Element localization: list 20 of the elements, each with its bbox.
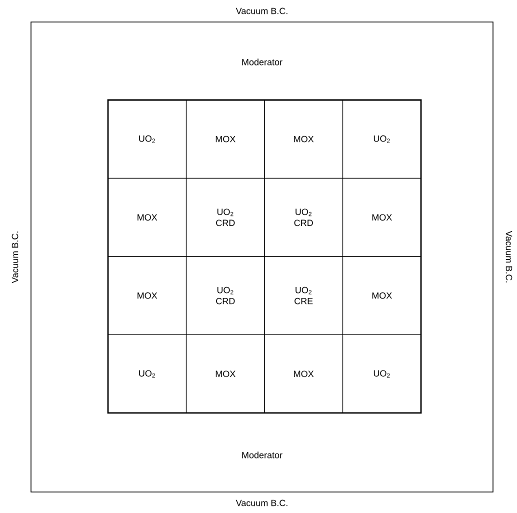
boundary-label: Vacuum B.C. [236,8,288,14]
fuel-assembly-cell: UO$_{2}$ [108,334,187,414]
boundary-label: Vacuum B.C. [506,230,512,282]
node-label: UO$_{2}$ [139,135,155,143]
boundary-label: Vacuum B.C. [236,500,288,506]
fuel-assembly-cell: MOX [264,334,344,414]
fuel-assembly-cell: MOX [186,334,265,414]
fuel-assembly-cell: MOX [342,178,422,257]
fuel-assembly-cell: UO$_{2}$ CRE [264,256,344,335]
fuel-assembly-cell: MOX [342,256,422,335]
fuel-assembly-cell: MOX [186,100,265,179]
fuel-assembly-cell: UO$_{2}$ [342,100,422,179]
fuel-assembly-cell: UO$_{2}$ CRD [186,178,265,257]
fuel-assembly-cell: MOX [264,100,344,179]
fuel-assembly-cell: UO$_{2}$ CRD [264,178,344,257]
fuel-assembly-cell: MOX [108,256,187,335]
fuel-assembly-cell: MOX [108,178,187,257]
fuel-assembly-cell: UO$_{2}$ CRD [186,256,265,335]
boundary-label: Vacuum B.C. [12,232,18,284]
fuel-assembly-cell: UO$_{2}$ [342,334,422,414]
